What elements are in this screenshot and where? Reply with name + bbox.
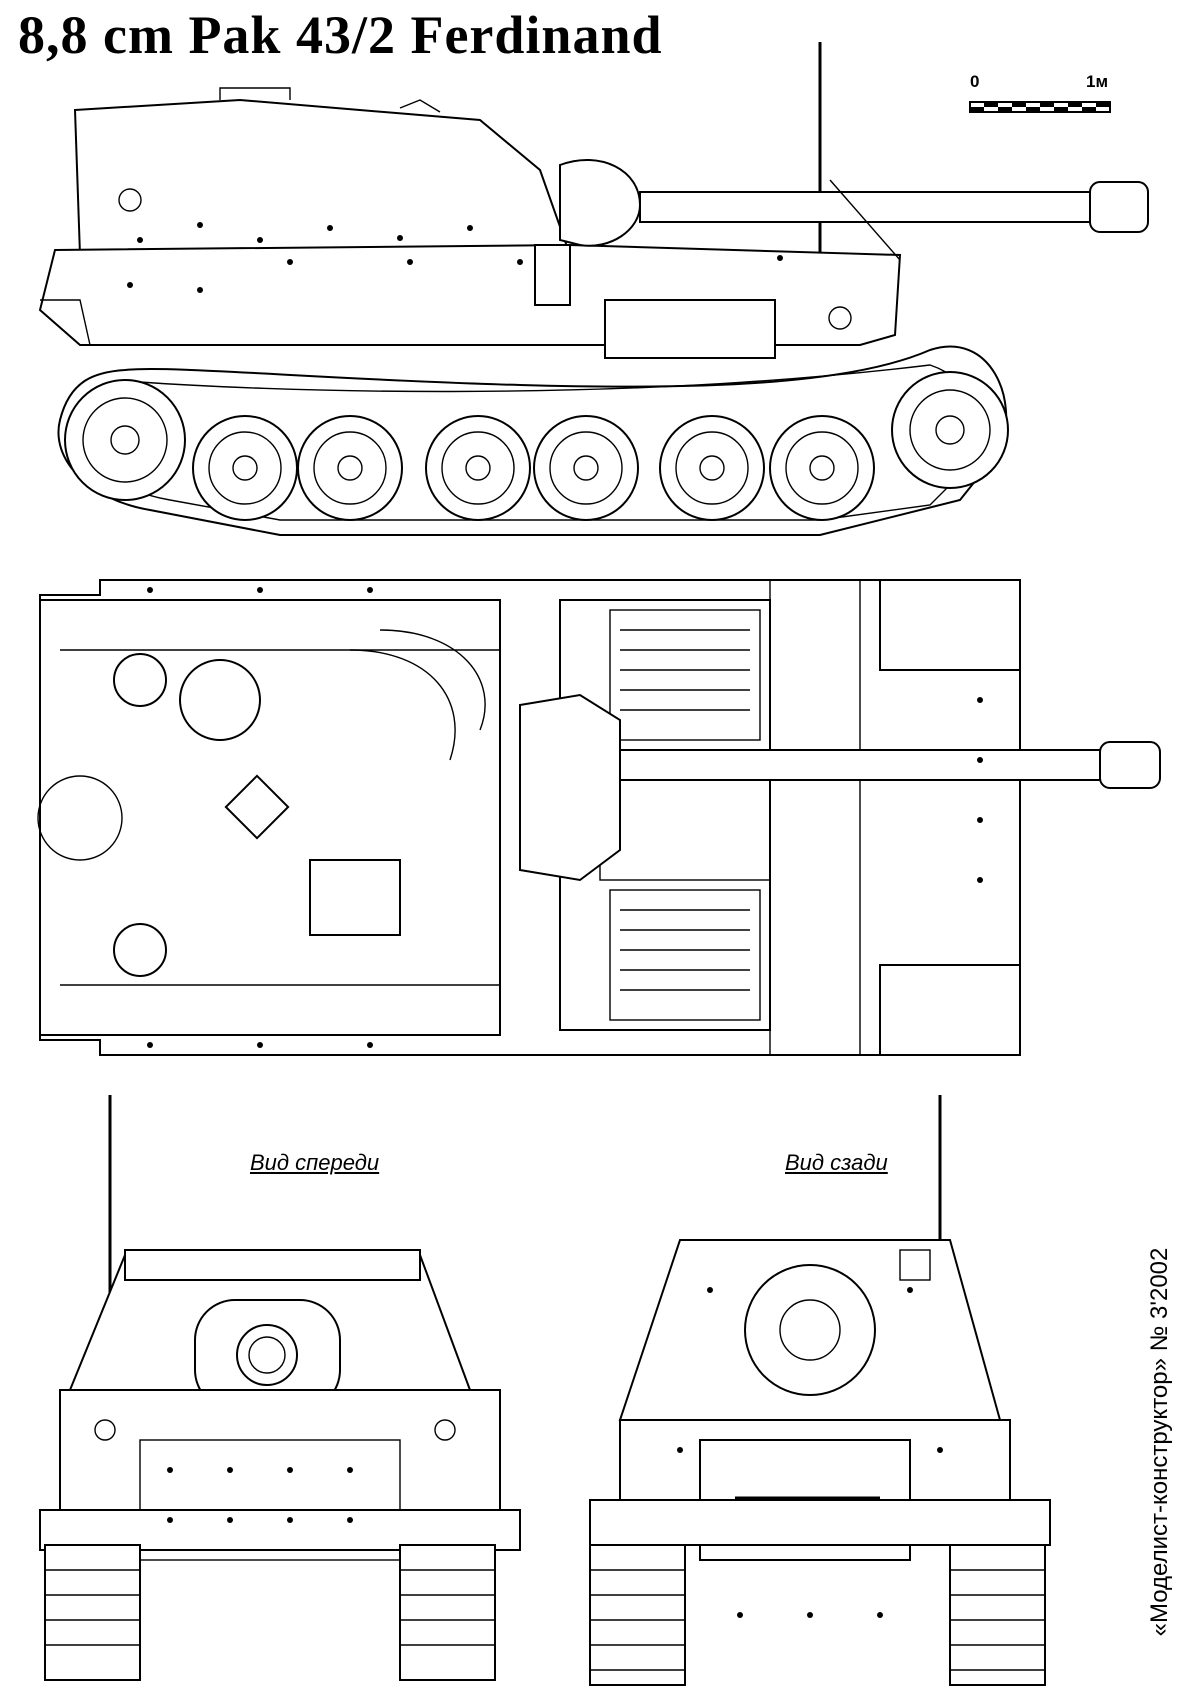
drawing-title: 8,8 cm Pak 43/2 Ferdinand <box>18 5 663 65</box>
top-view <box>37 579 1161 1056</box>
scale-ruler <box>969 101 1111 113</box>
rear-view-label: Вид сзади <box>785 1150 888 1175</box>
scale-end-label: 1м <box>1086 72 1109 91</box>
scale-start-label: 0 <box>970 72 980 91</box>
publication-credit: «Моделист-конструктор» № 3'2002 <box>1146 1247 1173 1637</box>
side-view <box>38 42 1149 536</box>
scale-bar: 0 1м <box>968 72 1116 132</box>
rear-view <box>589 1095 1051 1686</box>
front-view-label: Вид спереди <box>250 1150 380 1175</box>
front-view <box>39 1095 521 1681</box>
